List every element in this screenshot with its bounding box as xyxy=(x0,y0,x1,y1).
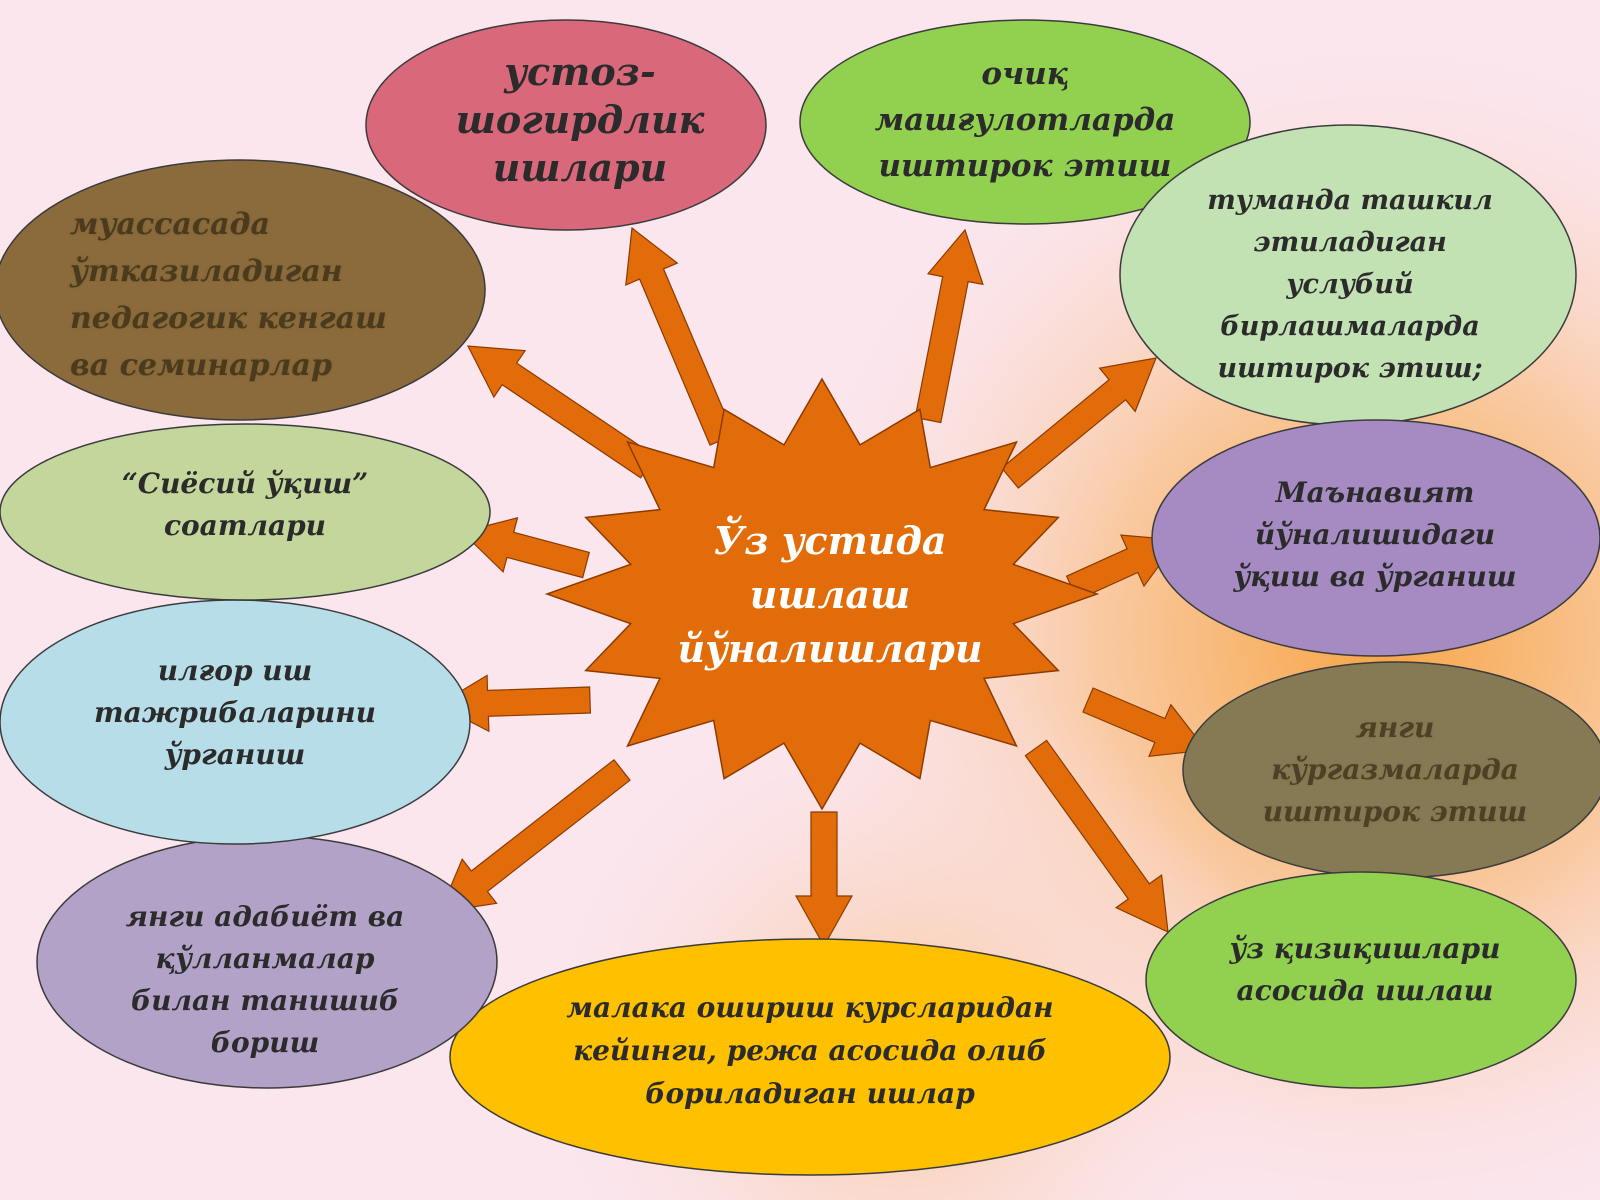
node-ellipse-ochiq xyxy=(799,19,1251,225)
node-ellipse-ustoz xyxy=(365,19,767,231)
node-ellipse-muassasa xyxy=(0,159,486,421)
node-ellipse-ilgor xyxy=(0,599,471,845)
node-ellipse-adabiyot xyxy=(36,835,498,1089)
arrow-to-ustoz xyxy=(625,226,735,446)
node-ellipse-malaka xyxy=(449,938,1171,1176)
arrow-to-siyosiy xyxy=(460,516,591,579)
node-ellipse-tumanda xyxy=(1119,124,1577,426)
ellipses-layer xyxy=(0,19,1600,1176)
node-ellipse-manaviyat xyxy=(1151,419,1600,657)
arrow-to-malaka xyxy=(794,811,854,948)
node-ellipse-siyosiy xyxy=(0,423,491,601)
arrow-to-korgazma xyxy=(1082,687,1208,758)
arrow-to-muassasa xyxy=(466,345,657,479)
node-ellipse-korgazma xyxy=(1182,661,1600,879)
arrow-to-ochiq xyxy=(914,228,984,424)
arrow-to-qiziqish xyxy=(1024,739,1169,933)
center-starburst xyxy=(544,377,1100,811)
arrows-layer xyxy=(436,226,1208,948)
node-ellipse-qiziqish xyxy=(1145,871,1577,1089)
arrow-to-tumanda xyxy=(1000,357,1157,489)
arrow-to-manaviyat xyxy=(1065,534,1180,601)
